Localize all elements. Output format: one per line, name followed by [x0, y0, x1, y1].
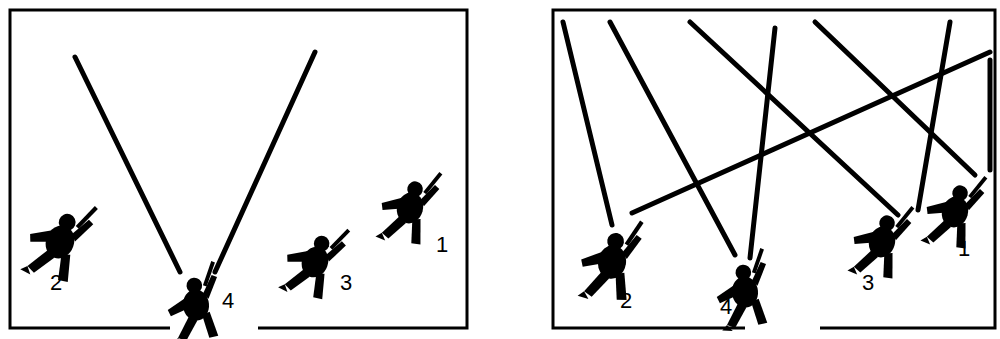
callout-number: 3: [862, 272, 874, 294]
left-room-wall: [10, 10, 467, 328]
soldier-figure: [713, 249, 772, 333]
sector-line: [215, 52, 315, 272]
sector-line: [563, 22, 612, 225]
sector-line: [610, 22, 735, 255]
soldiers: [17, 160, 988, 339]
callout-number: 1: [436, 234, 448, 256]
soldier-figure: [164, 262, 223, 339]
soldier-figure: [845, 194, 916, 284]
sector-line: [690, 22, 898, 215]
callout-number: 3: [340, 272, 352, 294]
right-room-wall: [553, 10, 995, 328]
soldier-figure: [373, 160, 444, 250]
sector-line: [75, 57, 180, 272]
callout-number: 2: [620, 290, 632, 312]
room-walls: [10, 10, 995, 328]
sector-line: [918, 22, 950, 210]
callout-number: 4: [222, 290, 234, 312]
soldier-figure: [918, 164, 989, 254]
sector-line: [750, 28, 775, 258]
soldier-figure: [275, 213, 351, 305]
callout-number: 2: [50, 272, 62, 294]
sector-line: [988, 60, 993, 170]
soldier-figure: [575, 213, 645, 307]
fire-sectors: [75, 22, 990, 272]
callout-number: 1: [958, 238, 970, 260]
sector-line: [815, 22, 975, 175]
callout-number: 4: [720, 296, 732, 318]
